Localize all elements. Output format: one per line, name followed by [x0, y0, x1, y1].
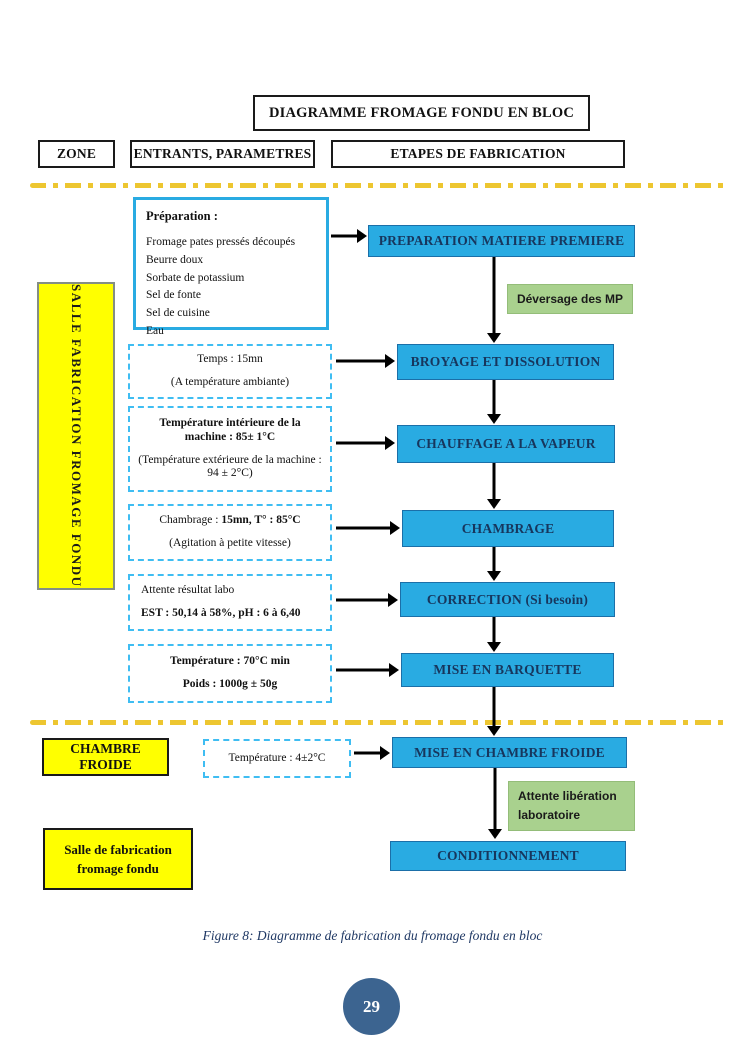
param-barquette-box: Température : 70°C min Poids : 1000g ± 5…: [128, 644, 332, 703]
arrow-chambrage-to-correction: [487, 547, 501, 581]
preparation-item: Eau: [146, 325, 164, 338]
step-chauffage-vapeur: CHAUFFAGE A LA VAPEUR: [397, 425, 615, 463]
step-correction: CORRECTION (Si besoin): [400, 582, 615, 617]
arrow-chauffage-to-chambrage: [487, 463, 501, 509]
preparation-item: Beurre doux: [146, 253, 204, 266]
arrow-temp4-to-chambrefroide: [354, 746, 390, 760]
zone-chambre-froide: CHAMBRE FROIDE: [42, 738, 169, 776]
param-chambrage-line2: (Agitation à petite vitesse): [169, 537, 291, 549]
zone-salle-fabrication-label: SALLE FABRICATION FROMAGE FONDU: [69, 284, 84, 588]
arrow-broyage-to-chauffage: [487, 380, 501, 424]
param-chambre-froide-box: Température : 4±2°C: [203, 739, 351, 778]
page-number: 29: [363, 996, 380, 1016]
param-temps-line2: (A température ambiante): [170, 376, 290, 388]
zone-divider-bottom: [30, 720, 725, 725]
param-temperature-machine-box: Température intérieure de la machine : 8…: [128, 406, 332, 492]
param-temperature-machine-normal: (Température extérieure de la machine : …: [138, 453, 322, 480]
zone-salle-note-line1: Salle de fabrication: [64, 841, 172, 857]
zone-salle-note: Salle de fabrication fromage fondu: [43, 828, 193, 890]
param-attente-labo-line2: EST : 50,14 à 58%, pH : 6 à 6,40: [141, 607, 301, 619]
arrow-preparation-to-prepmp: [331, 229, 367, 243]
preparation-item: Sel de cuisine: [146, 307, 210, 320]
arrow-chambrageparam-to-chambrage: [336, 521, 400, 535]
annotation-deversage-mp: Déversage des MP: [507, 284, 633, 314]
param-temps-line1: Temps : 15mn: [197, 353, 263, 366]
param-chambre-froide-line1: Température : 4±2°C: [228, 751, 326, 764]
step-conditionnement: CONDITIONNEMENT: [390, 841, 626, 871]
diagram-title: DIAGRAMME FROMAGE FONDU EN BLOC: [253, 95, 590, 131]
preparation-item: Sorbate de potassium: [146, 271, 245, 284]
arrow-attentelabo-to-correction: [336, 593, 398, 607]
annotation-attente-liberation: Attente libération laboratoire: [508, 781, 635, 831]
zone-salle-fabrication: SALLE FABRICATION FROMAGE FONDU: [37, 282, 115, 590]
zone-divider-top: [30, 183, 725, 188]
figure-caption: Figure 8: Diagramme de fabrication du fr…: [202, 928, 543, 943]
arrow-correction-to-barquette: [487, 617, 501, 652]
preparation-item: Fromage pates pressés découpés: [146, 236, 296, 248]
preparation-title: Préparation :: [146, 209, 218, 223]
param-attente-labo-line1: Attente résultat labo: [141, 584, 235, 597]
column-header-entrants: ENTRANTS, PARAMETRES: [130, 140, 315, 168]
step-chambrage: CHAMBRAGE: [402, 510, 614, 547]
param-barquette-line1: Température : 70°C min: [170, 655, 290, 668]
step-preparation-matiere-premiere: PREPARATION MATIERE PREMIERE: [368, 225, 635, 257]
param-attente-labo-box: Attente résultat labo EST : 50,14 à 58%,…: [128, 574, 332, 631]
arrow-prepmp-to-broyage: [487, 257, 501, 343]
step-mise-en-barquette: MISE EN BARQUETTE: [401, 653, 614, 687]
arrow-tempmachine-to-chauffage: [336, 436, 395, 450]
zone-salle-note-line2: fromage fondu: [77, 861, 159, 876]
arrow-temps-to-broyage: [336, 354, 395, 368]
step-mise-en-chambre-froide: MISE EN CHAMBRE FROIDE: [392, 737, 627, 768]
preparation-item: Sel de fonte: [146, 289, 201, 302]
preparation-box: Préparation : Fromage pates pressés déco…: [133, 197, 329, 337]
arrow-barquette-to-chambrefroide: [487, 687, 501, 736]
arrow-tempspoids-to-barquette: [336, 663, 399, 677]
param-chambrage-box: Chambrage : 15mn, T° : 85°C (Agitation à…: [128, 504, 332, 561]
arrow-chambrefroide-to-conditionnement: [488, 768, 502, 839]
preparation-items: Fromage pates pressés découpés Beurre do…: [146, 234, 295, 341]
param-chambrage-line1: Chambrage : 15mn, T° : 85°C: [159, 514, 300, 528]
column-header-zone: ZONE: [38, 140, 115, 168]
column-header-etapes: ETAPES DE FABRICATION: [331, 140, 625, 168]
param-chambrage-prefix: Chambrage :: [159, 514, 222, 527]
step-broyage-dissolution: BROYAGE ET DISSOLUTION: [397, 344, 614, 380]
param-chambrage-values: 15mn, T° : 85°C: [221, 514, 301, 527]
param-temps-box: Temps : 15mn (A température ambiante): [128, 344, 332, 399]
param-barquette-line2: Poids : 1000g ± 50g: [182, 678, 278, 690]
param-temperature-machine-bold: Température intérieure de la machine : 8…: [159, 416, 301, 443]
page-number-badge: 29: [343, 978, 400, 1035]
